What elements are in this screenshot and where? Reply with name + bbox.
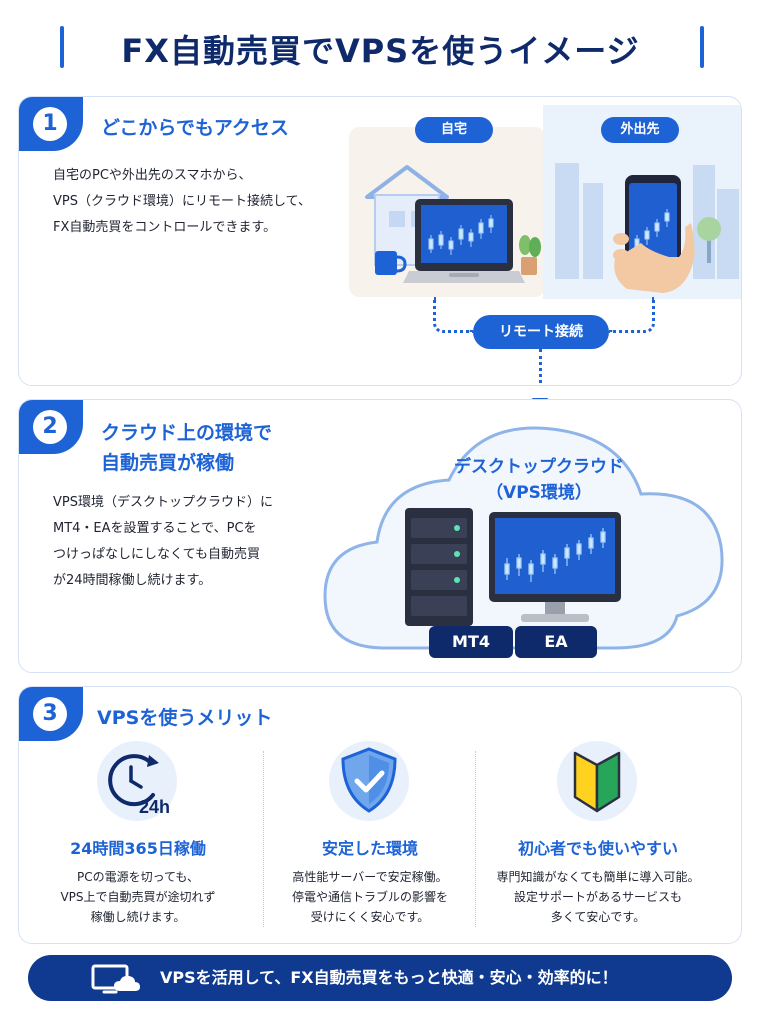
body-line: MT4・EAを設置することで、PCを xyxy=(53,521,257,536)
section-title: VPSを使うメリット xyxy=(97,707,273,729)
benefit-line: 多くて安心です。 xyxy=(550,910,646,924)
body-line: が24時間稼働し続けます。 xyxy=(53,573,212,588)
benefit-line: 受けにくく安心です。 xyxy=(310,910,430,924)
plant-icon xyxy=(519,235,541,275)
benefit-title: 初心者でも使いやすい xyxy=(517,839,678,858)
home-laptop-illustration xyxy=(349,127,545,297)
section-body: 自宅のPCや外出先のスマホから、 VPS（クラウド環境）にリモート接続して、 F… xyxy=(53,163,353,241)
laptop-icon xyxy=(403,199,525,283)
section-cloud-environment: 2 クラウド上の環境で 自動売買が稼働 VPS環境（デスクトップクラウド）に M… xyxy=(18,399,742,673)
section-title: どこからでもアクセス xyxy=(101,117,289,139)
server-tower-icon xyxy=(405,508,473,626)
benefit-line: 稼働し続けます。 xyxy=(90,910,186,924)
title-left-rule xyxy=(60,26,64,68)
benefit-text: 高性能サーバーで安定稼働。 停電や通信トラブルの影響を 受けにくく安心です。 xyxy=(255,867,485,927)
section-body: VPS環境（デスクトップクラウド）に MT4・EAを設置することで、PCを つけ… xyxy=(53,490,333,594)
body-line: つけっぱなしにしなくても自動売買 xyxy=(53,547,260,562)
beginner-mark-icon xyxy=(557,741,637,821)
page-title: FX自動売買でVPSを使うイメージ xyxy=(121,32,640,70)
title-line: クラウド上の環境で xyxy=(101,422,273,444)
benefit-line: 高性能サーバーで安定稼働。 xyxy=(292,870,448,884)
connector-line-left xyxy=(433,297,473,333)
body-line: VPS環境（デスクトップクラウド）に xyxy=(53,495,273,510)
mt4-tag: MT4 xyxy=(429,626,513,658)
home-label: 自宅 xyxy=(415,117,493,143)
remote-connection-label: リモート接続 xyxy=(473,315,609,349)
footer-text: VPSを活用して、FX自動売買をもっと快適・安心・効率的に！ xyxy=(160,968,618,987)
page-header: FX自動売買でVPSを使うイメージ xyxy=(0,18,761,76)
section-number-tab: 3 xyxy=(19,687,83,741)
body-line: 自宅のPCや外出先のスマホから、 xyxy=(53,168,252,183)
section-number: 1 xyxy=(33,107,67,141)
monitor-cloud-icon xyxy=(91,964,140,994)
footer-banner: VPSを活用して、FX自動売買をもっと快適・安心・効率的に！ xyxy=(28,955,732,1001)
benefit-line: 設定サポートがあるサービスも xyxy=(513,890,682,904)
ea-tag: EA xyxy=(515,626,597,658)
section-number: 2 xyxy=(33,410,67,444)
section-number-tab: 1 xyxy=(19,97,83,151)
cloud-title: デスクトップクラウド （VPS環境） xyxy=(411,454,667,506)
column-divider xyxy=(263,751,264,927)
hand-icon xyxy=(613,223,695,293)
clock-24h-icon: 24h xyxy=(97,741,177,821)
benefit-line: PCの電源を切っても、 xyxy=(76,870,200,884)
cloud-title-line: （VPS環境） xyxy=(486,483,592,503)
title-line: 自動売買が稼働 xyxy=(101,452,235,474)
connector-line-right xyxy=(609,297,655,333)
section-vps-benefits: 3 VPSを使うメリット 24h 24時間365日稼働 PCの電源を切っても、 … xyxy=(18,686,742,944)
tree-icon xyxy=(697,217,721,263)
title-right-rule xyxy=(700,26,704,68)
monitor-icon xyxy=(489,512,621,622)
outside-label: 外出先 xyxy=(601,117,679,143)
benefit-line: VPS上で自動売買が途切れず xyxy=(60,890,216,904)
section-number-tab: 2 xyxy=(19,400,83,454)
benefit-title: 安定した環境 xyxy=(321,839,418,858)
column-divider xyxy=(475,751,476,927)
cloud-server-illustration xyxy=(323,426,724,650)
connector-line-down xyxy=(539,349,542,383)
section-title: クラウド上の環境で 自動売買が稼働 xyxy=(101,418,272,478)
body-line: FX自動売買をコントロールできます。 xyxy=(53,220,277,235)
clock-24h-text: 24h xyxy=(139,797,170,817)
section-access-anywhere: 1 どこからでもアクセス 自宅のPCや外出先のスマホから、 VPS（クラウド環境… xyxy=(18,96,742,386)
benefit-text: 専門知識がなくても簡単に導入可能。 設定サポートがあるサービスも 多くて安心です… xyxy=(483,867,713,927)
benefit-line: 停電や通信トラブルの影響を xyxy=(291,890,448,904)
shield-check-icon xyxy=(329,741,409,821)
benefit-text: PCの電源を切っても、 VPS上で自動売買が途切れず 稼働し続けます。 xyxy=(23,867,253,927)
cloud-title-line: デスクトップクラウド xyxy=(454,457,624,477)
benefit-line: 専門知識がなくても簡単に導入可能。 xyxy=(496,870,700,884)
mug-icon xyxy=(375,251,407,275)
section-number: 3 xyxy=(33,697,67,731)
candlestick-chart-icon xyxy=(428,215,494,255)
body-line: VPS（クラウド環境）にリモート接続して、 xyxy=(53,194,311,209)
benefit-title: 24時間365日稼働 xyxy=(70,839,206,858)
